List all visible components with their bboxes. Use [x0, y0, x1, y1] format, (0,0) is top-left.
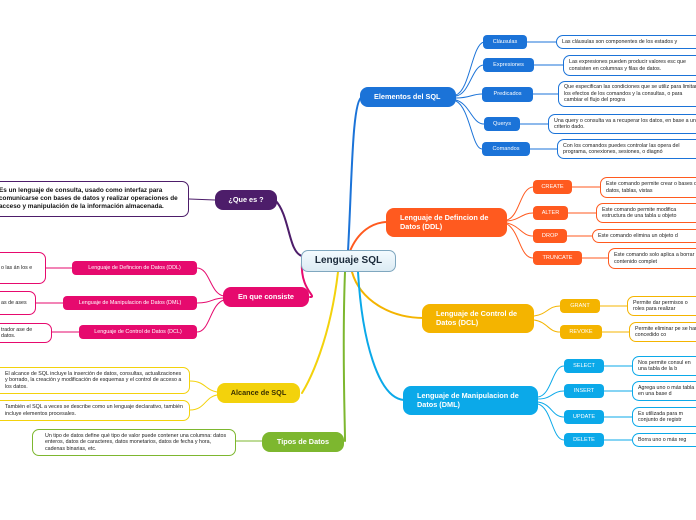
note-alter-text: Este comando permite modifica estructura…: [602, 206, 677, 219]
branch-alcance[interactable]: Alcance de SQL: [217, 383, 300, 403]
branch-tipos-label: Tipos de Datos: [276, 436, 330, 446]
branch-dcl[interactable]: Lenguaje de Control de Datos (DCL): [422, 304, 534, 333]
note-consiste-dml-text: as de ases: [1, 299, 27, 306]
tag-consiste-ddl[interactable]: Lenguaje de Defincion de Datos (DDL): [72, 261, 197, 275]
note-consiste-dcl-text: trador ase de datos.: [1, 326, 33, 339]
tag-consiste-dml[interactable]: Lenguaje de Manipulacion de Datos (DML): [63, 296, 197, 310]
note-create-text: Este comando permite crear o bases de da…: [606, 181, 696, 194]
tag-delete[interactable]: DELETE: [564, 433, 604, 447]
note-insert-text: Agrega uno o más tabla en una base d: [638, 384, 695, 397]
central-topic[interactable]: Lenguaje SQL: [301, 250, 396, 272]
tag-truncate-label: TRUNCATE: [542, 254, 573, 261]
tag-insert-label: INSERT: [573, 387, 595, 394]
tag-drop-label: DROP: [541, 232, 559, 239]
note-insert[interactable]: Agrega uno o más tabla en una base d: [632, 381, 696, 401]
note-predicados[interactable]: Que especifican las condiciones que se u…: [558, 81, 696, 107]
tag-update-label: UPDATE: [572, 413, 596, 420]
tag-select-label: SELECT: [573, 362, 595, 369]
note-create[interactable]: Este comando permite crear o bases de da…: [600, 177, 696, 198]
branch-ddl-label: Lenguaje de Defincion de Datos (DDL): [400, 212, 489, 231]
note-grant-text: Permite dar permisos o roles para realiz…: [633, 299, 688, 312]
tag-revoke[interactable]: REVOKE: [560, 325, 602, 339]
tag-delete-label: DELETE: [573, 436, 595, 443]
note-select-text: Nos permite consul en una tabla de la b: [638, 359, 691, 372]
tag-consiste-ddl-label: Lenguaje de Defincion de Datos (DDL): [88, 264, 181, 271]
tag-comandos[interactable]: Comandos: [482, 142, 530, 156]
tag-grant[interactable]: GRANT: [560, 299, 600, 313]
note-alcance-1-text: El alcance de SQL incluye la inserción d…: [5, 370, 182, 390]
note-drop[interactable]: Este comando elimina un objeto d: [592, 229, 696, 243]
tag-drop[interactable]: DROP: [533, 229, 567, 243]
note-delete-text: Borra uno o más reg: [638, 436, 687, 443]
tag-revoke-label: REVOKE: [569, 328, 593, 335]
note-comandos[interactable]: Con los comandos puedes controlar las op…: [557, 139, 696, 159]
tag-create-label: CREATE: [541, 183, 564, 190]
tag-clausulas-label: Cláusulas: [492, 38, 518, 45]
note-que-es-text: Es un lenguaje de consulta, usado como i…: [0, 187, 178, 210]
branch-alcance-label: Alcance de SQL: [230, 387, 287, 397]
branch-tipos[interactable]: Tipos de Datos: [262, 432, 344, 452]
tag-grant-label: GRANT: [570, 302, 590, 309]
note-predicados-text: Que especifican las condiciones que se u…: [564, 84, 696, 104]
note-update[interactable]: Es utilizada para m conjunto de registr: [632, 407, 696, 427]
note-comandos-text: Con los comandos puedes controlar las op…: [563, 142, 680, 155]
branch-que-es-label: ¿Que es ?: [228, 194, 264, 204]
tag-predicados[interactable]: Predicados: [482, 87, 533, 102]
note-consiste-ddl[interactable]: o las án los e: [0, 252, 46, 284]
note-que-es[interactable]: Es un lenguaje de consulta, usado como i…: [0, 181, 189, 217]
tag-clausulas[interactable]: Cláusulas: [483, 35, 527, 49]
branch-dcl-label: Lenguaje de Control de Datos (DCL): [436, 308, 518, 327]
tag-querys-label: Querys: [492, 120, 512, 127]
note-consiste-dcl[interactable]: trador ase de datos.: [0, 323, 52, 343]
tag-alter[interactable]: ALTER: [533, 206, 568, 220]
note-clausulas[interactable]: Las cláusulas son componentes de los est…: [556, 35, 696, 49]
tag-create[interactable]: CREATE: [533, 180, 572, 194]
note-querys-text: Una query o consulta va a recuperar los …: [554, 117, 696, 130]
branch-elementos-label: Elementos del SQL: [374, 91, 441, 101]
note-revoke-text: Permite eliminar pe se han concedido co: [635, 325, 696, 338]
tag-alter-label: ALTER: [541, 209, 560, 216]
tag-consiste-dcl-label: Lenguaje de Control de Datos (DCL): [94, 328, 182, 335]
note-alcance-1[interactable]: El alcance de SQL incluye la inserción d…: [0, 367, 190, 394]
branch-ddl[interactable]: Lenguaje de Defincion de Datos (DDL): [386, 208, 507, 237]
branch-dml-label: Lenguaje de Manipulacion de Datos (DML): [417, 390, 519, 409]
note-drop-text: Este comando elimina un objeto d: [598, 232, 678, 239]
note-grant[interactable]: Permite dar permisos o roles para realiz…: [627, 296, 696, 316]
note-revoke[interactable]: Permite eliminar pe se han concedido co: [629, 322, 696, 342]
tag-select[interactable]: SELECT: [564, 359, 604, 373]
tag-comandos-label: Comandos: [492, 145, 520, 152]
branch-elementos[interactable]: Elementos del SQL: [360, 87, 456, 107]
tag-querys[interactable]: Querys: [484, 117, 520, 131]
note-expresiones[interactable]: Las expresiones pueden producir valores …: [563, 55, 696, 76]
tag-consiste-dcl[interactable]: Lenguaje de Control de Datos (DCL): [79, 325, 197, 339]
note-alcance-2[interactable]: También el SQL a veces se describe como …: [0, 400, 190, 421]
branch-dml[interactable]: Lenguaje de Manipulacion de Datos (DML): [403, 386, 538, 415]
note-truncate[interactable]: Este comando solo aplica a borrar el con…: [608, 248, 696, 269]
note-update-text: Es utilizada para m conjunto de registr: [638, 410, 684, 423]
note-delete[interactable]: Borra uno o más reg: [632, 433, 696, 447]
tag-predicados-label: Predicados: [493, 91, 522, 98]
tag-expresiones[interactable]: Expresiones: [483, 58, 534, 72]
tag-insert[interactable]: INSERT: [564, 384, 604, 398]
note-consiste-ddl-text: o las án los e: [1, 264, 33, 271]
central-topic-label: Lenguaje SQL: [314, 255, 383, 266]
note-truncate-text: Este comando solo aplica a borrar el con…: [614, 252, 696, 265]
note-clausulas-text: Las cláusulas son componentes de los est…: [562, 38, 678, 45]
note-expresiones-text: Las expresiones pueden producir valores …: [569, 59, 686, 72]
tag-expresiones-label: Expresiones: [493, 61, 524, 68]
tag-truncate[interactable]: TRUNCATE: [533, 251, 582, 265]
branch-consiste[interactable]: En que consiste: [223, 287, 309, 307]
note-select[interactable]: Nos permite consul en una tabla de la b: [632, 356, 696, 376]
note-tipos-text: Un tipo de datos define qué tipo de valo…: [45, 432, 227, 452]
note-tipos[interactable]: Un tipo de datos define qué tipo de valo…: [32, 429, 236, 456]
branch-consiste-label: En que consiste: [238, 291, 294, 301]
tag-update[interactable]: UPDATE: [564, 410, 604, 424]
note-consiste-dml[interactable]: as de ases: [0, 291, 36, 315]
note-alter[interactable]: Este comando permite modifica estructura…: [596, 203, 696, 223]
note-alcance-2-text: También el SQL a veces se describe como …: [5, 404, 183, 417]
branch-que-es[interactable]: ¿Que es ?: [215, 190, 277, 210]
note-querys[interactable]: Una query o consulta va a recuperar los …: [548, 114, 696, 134]
tag-consiste-dml-label: Lenguaje de Manipulacion de Datos (DML): [78, 299, 182, 306]
